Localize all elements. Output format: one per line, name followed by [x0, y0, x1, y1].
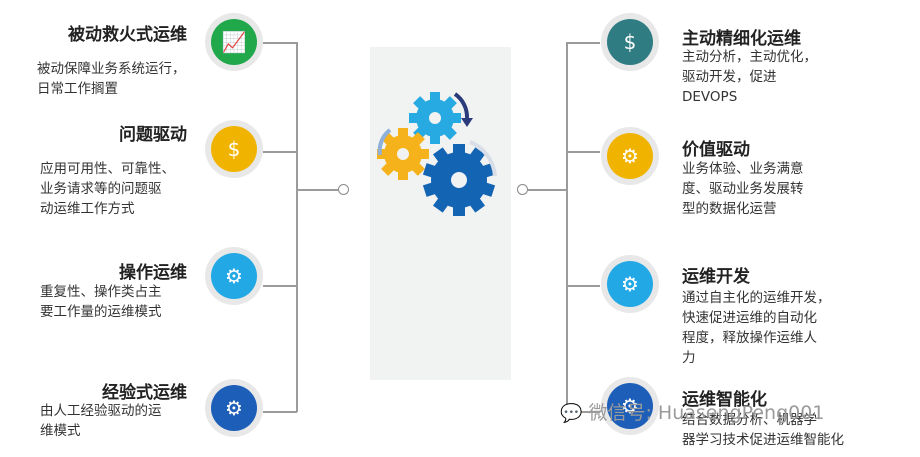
gear-lightblue-icon — [409, 92, 461, 144]
right-circle-3: ⚙ — [601, 255, 659, 313]
left-connector — [296, 189, 338, 191]
gear-darkblue-icon — [422, 144, 496, 216]
left-branch-3 — [263, 285, 297, 287]
right-desc-2: 业务体验、业务满意 度、驱动业务发展转 型的数据化运营 — [682, 161, 804, 217]
left-circle-2: $ — [205, 120, 263, 178]
left-circle-3: ⚙ — [205, 247, 263, 305]
rotate-arrow-head — [461, 118, 473, 127]
right-title-1: 主动精细化运维 — [682, 29, 801, 49]
left-branch-2 — [263, 151, 297, 153]
gears-graphic — [377, 92, 497, 216]
wechat-watermark: 💬 微信号: HuasengPeng001 — [560, 398, 824, 425]
left-title-4: 经验式运维 — [102, 383, 187, 403]
gear-cycle-icon: ⚙ — [607, 133, 653, 179]
presentation-icon: 📈 — [211, 19, 257, 65]
left-branch-1 — [263, 42, 297, 44]
head-gears-icon: ⚙ — [211, 253, 257, 299]
left-title-1: 被动救火式运维 — [68, 25, 187, 45]
left-desc-4: 由人工经验驱动的运 维模式 — [40, 403, 162, 439]
left-node-right — [517, 184, 528, 195]
coin-stack-icon: $ — [211, 126, 257, 172]
right-title-3: 运维开发 — [682, 267, 750, 287]
right-branch-2 — [566, 151, 600, 153]
right-circle-2: ⚙ — [601, 127, 659, 185]
right-circle-4: ⚙ — [601, 377, 659, 435]
right-branch-1 — [566, 42, 600, 44]
left-desc-3: 重复性、操作类占主 要工作量的运维模式 — [40, 284, 162, 320]
chart-gear-icon: ⚙ — [607, 261, 653, 307]
right-title-4: 运维智能化 — [682, 390, 767, 410]
right-branch-3 — [566, 285, 600, 287]
right-branch-4 — [566, 411, 600, 413]
left-title-2: 问题驱动 — [119, 125, 187, 145]
left-circle-1: 📈 — [205, 13, 263, 71]
left-vertical-line — [296, 42, 298, 412]
right-vertical-line — [566, 42, 568, 412]
right-desc-1: 主动分析，主动优化， 驱动开发，促进 DEVOPS — [682, 49, 817, 105]
rotate-arrow-pale-icon — [469, 140, 497, 177]
right-desc-4: 结合数据分析、机器学 器学习技术促进运维智能化 — [682, 412, 844, 448]
left-desc-2: 应用可用性、可靠性、 业务请求等的问题驱 动运维工作方式 — [40, 161, 175, 217]
left-circle-4: ⚙ — [205, 379, 263, 437]
rotate-arrow-icon — [453, 92, 469, 119]
left-desc-1: 被动保障业务系统运行， 日常工作搁置 — [37, 61, 186, 97]
right-connector — [528, 189, 566, 191]
left-branch-4 — [263, 411, 297, 413]
left-node — [338, 184, 349, 195]
gear-yellow-icon — [377, 128, 429, 180]
right-circle-1: $ — [601, 13, 659, 71]
left-title-3: 操作运维 — [119, 263, 187, 283]
watermark-text: 微信号: HuasengPeng001 — [588, 402, 825, 424]
rotate-arrow-light-icon — [377, 128, 392, 156]
people-network-icon: $ — [607, 19, 653, 65]
right-title-2: 价值驱动 — [682, 140, 750, 160]
wechat-icon: 💬 — [560, 403, 583, 424]
head-gears-icon: ⚙ — [211, 385, 257, 431]
right-desc-3: 通过自主化的运维开发， 快速促进运维的自动化 程度，释放操作运维人 力 — [682, 290, 831, 366]
head-gears-icon: ⚙ — [607, 383, 653, 429]
